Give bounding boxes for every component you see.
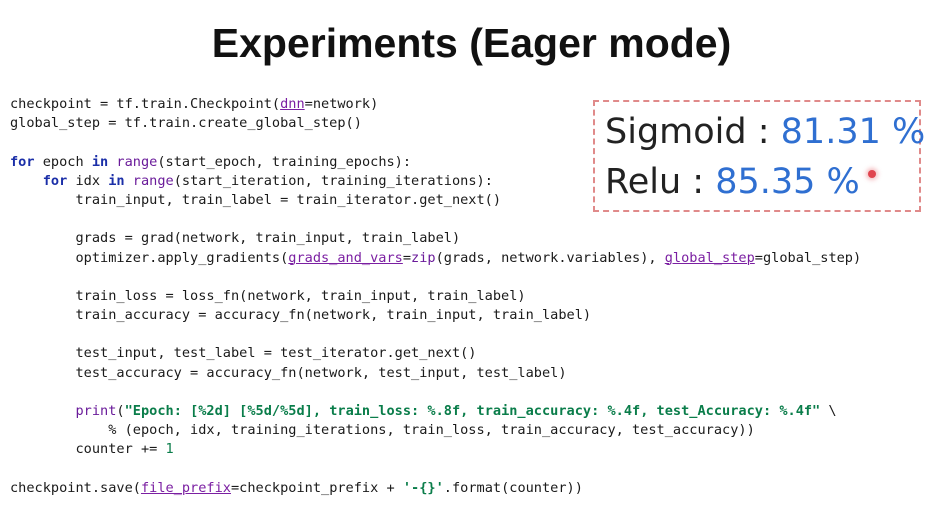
code-builtin: zip bbox=[411, 249, 436, 266]
code-keyword: for bbox=[42, 172, 68, 189]
code-text: counter += bbox=[10, 441, 166, 458]
code-text: (grads, network.variables), bbox=[435, 249, 665, 266]
result-value: 85.35 % bbox=[715, 162, 860, 202]
code-text: =global_step) bbox=[754, 249, 862, 266]
code-text: (start_epoch, training_epochs): bbox=[157, 153, 412, 170]
code-text: checkpoint = tf.train.Checkpoint( bbox=[10, 96, 281, 112]
code-text: grads = grad(network, train_input, train… bbox=[10, 230, 461, 247]
code-line: checkpoint.save(file_prefix=checkpoint_p… bbox=[10, 479, 861, 498]
code-text: train_input, train_label = train_iterato… bbox=[10, 191, 502, 208]
result-value: 81.31 % bbox=[780, 112, 926, 152]
code-builtin: range bbox=[116, 153, 158, 170]
code-builtin: print bbox=[75, 403, 117, 419]
code-line: checkpoint = tf.train.Checkpoint(dnn=net… bbox=[10, 95, 861, 114]
code-text: train_accuracy = accuracy_fn(network, tr… bbox=[10, 307, 592, 324]
code-line: train_input, train_label = train_iterato… bbox=[10, 191, 861, 210]
code-line: global_step = tf.train.create_global_ste… bbox=[10, 114, 861, 133]
code-text: test_accuracy = accuracy_fn(network, tes… bbox=[10, 364, 567, 381]
code-text: test_input, test_label = test_iterator.g… bbox=[10, 345, 477, 362]
code-block: checkpoint = tf.train.Checkpoint(dnn=net… bbox=[10, 95, 861, 498]
code-text: train_loss = loss_fn(network, train_inpu… bbox=[10, 287, 526, 304]
code-line bbox=[10, 210, 861, 229]
code-line bbox=[10, 460, 861, 479]
code-text: idx bbox=[67, 172, 109, 189]
result-label: Sigmoid : bbox=[605, 112, 781, 152]
code-text: (start_iteration, training_iterations): bbox=[173, 172, 493, 189]
code-builtin: range bbox=[132, 172, 174, 189]
code-keyword: for bbox=[10, 153, 35, 170]
result-relu: Relu : 85.35 % bbox=[605, 162, 860, 202]
code-line: grads = grad(network, train_input, train… bbox=[10, 229, 861, 248]
code-line: train_loss = loss_fn(network, train_inpu… bbox=[10, 287, 861, 306]
code-text: epoch bbox=[34, 153, 92, 170]
code-line bbox=[10, 325, 861, 344]
code-number: 1 bbox=[165, 441, 174, 458]
code-string: "Epoch: [%2d] [%5d/%5d], train_loss: %.8… bbox=[124, 403, 821, 419]
code-line: % (epoch, idx, training_iterations, trai… bbox=[10, 421, 861, 440]
code-line: test_input, test_label = test_iterator.g… bbox=[10, 344, 861, 363]
slide-title: Experiments (Eager mode) bbox=[211, 20, 732, 66]
code-text: \ bbox=[820, 403, 837, 419]
code-line: print("Epoch: [%2d] [%5d/%5d], train_los… bbox=[10, 402, 861, 421]
code-text: =network) bbox=[304, 96, 379, 112]
code-string: '-{}' bbox=[402, 479, 444, 496]
code-text: global_step = tf.train.create_global_ste… bbox=[10, 115, 362, 132]
code-text: checkpoint.save( bbox=[10, 479, 141, 496]
code-text: optimizer.apply_gradients( bbox=[10, 249, 289, 266]
code-text: =checkpoint_prefix + bbox=[230, 479, 403, 496]
code-line: for idx in range(start_iteration, traini… bbox=[10, 172, 861, 191]
code-keyword: in bbox=[91, 153, 109, 170]
code-line: test_accuracy = accuracy_fn(network, tes… bbox=[10, 364, 861, 383]
code-line bbox=[10, 268, 861, 287]
code-text: .format(counter)) bbox=[443, 479, 583, 496]
code-line: train_accuracy = accuracy_fn(network, tr… bbox=[10, 306, 861, 325]
code-keyword: in bbox=[108, 172, 125, 189]
code-text bbox=[10, 173, 43, 189]
code-text: ( bbox=[116, 403, 125, 419]
code-kwarg: global_step bbox=[664, 249, 755, 266]
code-text: = bbox=[402, 249, 412, 266]
code-line: optimizer.apply_gradients(grads_and_vars… bbox=[10, 249, 861, 268]
code-text bbox=[125, 173, 133, 189]
result-label: Relu : bbox=[605, 162, 716, 202]
code-line bbox=[10, 383, 861, 402]
results-box: Sigmoid : 81.31 % Relu : 85.35 % bbox=[593, 100, 925, 212]
code-text bbox=[10, 403, 75, 419]
code-kwarg: grads_and_vars bbox=[288, 249, 403, 266]
laser-pointer-dot bbox=[868, 170, 876, 178]
code-kwarg: file_prefix bbox=[140, 479, 231, 496]
code-text: % (epoch, idx, training_iterations, trai… bbox=[10, 422, 755, 439]
result-sigmoid: Sigmoid : 81.31 % bbox=[605, 112, 925, 152]
code-line: counter += 1 bbox=[10, 440, 861, 459]
code-kwarg: dnn bbox=[280, 96, 305, 112]
code-line: for epoch in range(start_epoch, training… bbox=[10, 153, 861, 172]
